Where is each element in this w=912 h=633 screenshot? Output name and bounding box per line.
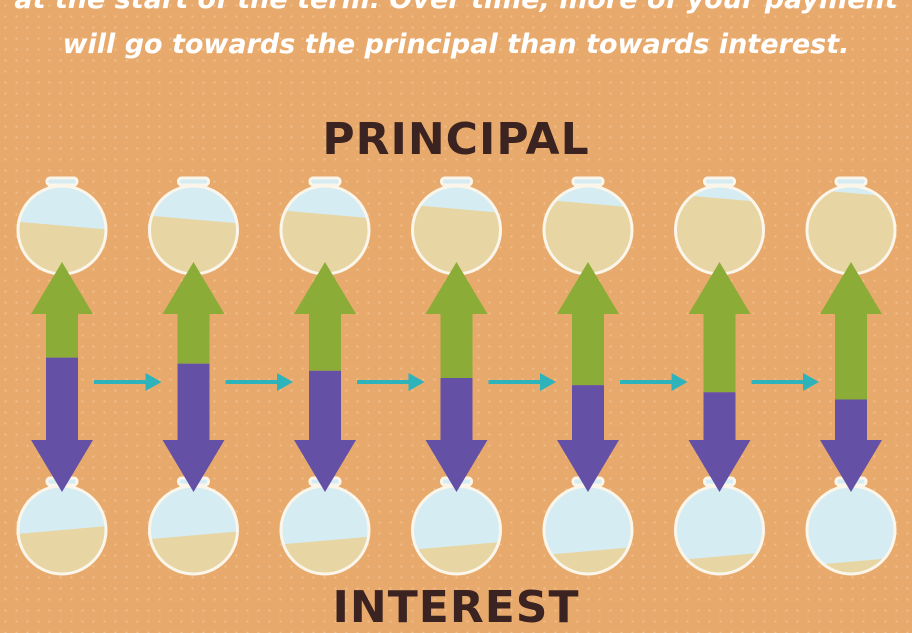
principal-arrow-2 <box>162 262 225 364</box>
interest-arrow-2 <box>162 363 225 492</box>
stage-2 <box>148 176 293 576</box>
principal-arrow-6 <box>688 262 751 393</box>
stage-3 <box>279 176 425 576</box>
right-arrow-icon-4 <box>488 373 556 391</box>
right-arrow-icon-5 <box>620 373 688 391</box>
principal-flask-icon-5 <box>542 176 634 276</box>
heading-interest: INTEREST <box>332 582 580 633</box>
interest-arrow-1 <box>31 357 93 492</box>
right-arrow-icon-1 <box>94 373 162 391</box>
stage-7 <box>805 176 897 576</box>
stage-4 <box>411 176 556 576</box>
principal-flask-icon-3 <box>279 176 371 276</box>
principal-flask-icon-1 <box>16 176 108 276</box>
interest-arrow-5 <box>557 385 619 492</box>
caption-line-2: will go towards the principal than towar… <box>62 29 850 60</box>
principal-flask-icon-4 <box>411 176 502 276</box>
right-arrow-icon-2 <box>225 373 293 391</box>
amortization-diagram <box>16 176 897 576</box>
right-arrow-icon-3 <box>357 373 425 391</box>
stage-1 <box>16 176 162 576</box>
interest-flask-icon-6 <box>674 476 765 576</box>
principal-arrow-4 <box>425 262 488 378</box>
interest-flask-icon-2 <box>148 476 239 576</box>
principal-flask-icon-7 <box>805 176 897 276</box>
interest-flask-icon-7 <box>805 476 897 576</box>
stage-5 <box>542 176 688 576</box>
interest-arrow-4 <box>425 377 488 492</box>
caption-line-1: at the start of the term. Over time, mor… <box>0 0 912 15</box>
principal-arrow-1 <box>31 262 93 358</box>
right-arrow-icon-6 <box>751 373 819 391</box>
interest-arrow-7 <box>820 399 882 492</box>
principal-arrow-5 <box>557 262 619 386</box>
interest-flask-icon-4 <box>411 476 502 576</box>
interest-arrow-3 <box>294 370 356 492</box>
interest-flask-icon-1 <box>16 476 108 576</box>
interest-flask-icon-3 <box>279 476 371 576</box>
principal-arrow-7 <box>820 262 882 400</box>
principal-flask-icon-6 <box>674 176 765 276</box>
stage-6 <box>674 176 819 576</box>
interest-flask-icon-5 <box>542 476 634 576</box>
principal-flask-icon-2 <box>148 176 239 276</box>
principal-arrow-3 <box>294 262 356 371</box>
heading-principal: PRINCIPAL <box>322 114 590 165</box>
interest-arrow-6 <box>688 392 751 492</box>
